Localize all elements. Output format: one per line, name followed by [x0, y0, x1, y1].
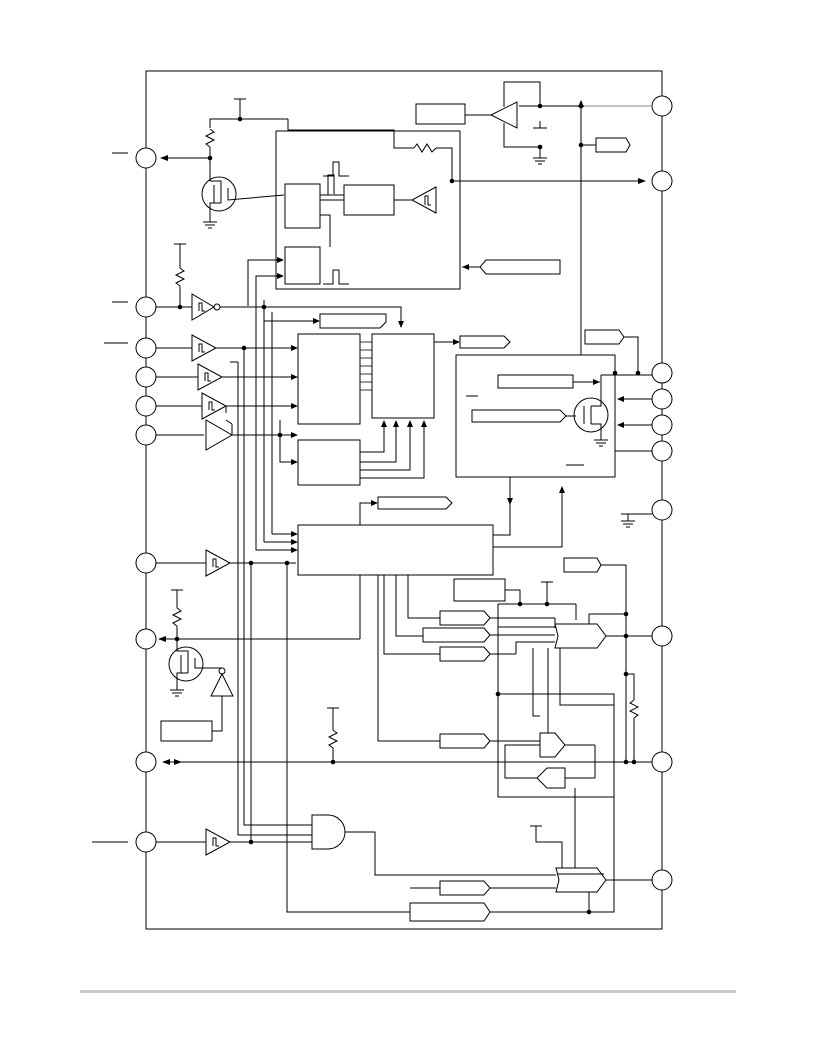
output-logic — [377, 557, 673, 922]
right-pins-middle — [615, 362, 673, 528]
output-driver-block — [455, 329, 652, 478]
left-pin-1-circuit — [112, 98, 288, 229]
oscillator-block — [247, 119, 561, 306]
nmos-transistor-symbol — [201, 176, 237, 212]
left-pin-7-circuit — [135, 549, 410, 913]
left-pin-9 — [135, 751, 157, 773]
footer-rule — [80, 990, 736, 993]
left-pin-1 — [135, 147, 157, 169]
right-pin-9 — [651, 751, 673, 773]
right-pin-7 — [651, 499, 673, 521]
left-pin-10-circuit — [92, 348, 556, 876]
left-pin-2 — [135, 296, 157, 318]
right-pin-1 — [651, 95, 673, 117]
left-pin-3 — [135, 337, 157, 359]
nmos-transistor-symbol-2 — [168, 646, 204, 682]
right-pin-4 — [651, 388, 673, 410]
right-pin-10 — [651, 869, 673, 891]
right-pin-3 — [651, 362, 673, 384]
left-pin-5 — [135, 395, 157, 417]
right-pin-6 — [651, 440, 673, 462]
left-pin-7 — [135, 552, 157, 574]
left-pin-6 — [135, 424, 157, 446]
left-pin-8-circuit — [135, 575, 361, 742]
and-gate — [311, 814, 346, 850]
right-pin-5 — [651, 414, 673, 436]
main-control-block — [255, 306, 565, 576]
left-pins-2-to-6 — [104, 243, 404, 451]
right-pin-2 — [651, 170, 673, 192]
right-pins-top — [415, 81, 673, 355]
left-pin-4 — [135, 366, 157, 388]
left-pin-8 — [135, 628, 157, 650]
left-pin-9-circuit — [135, 707, 626, 773]
left-pin-10 — [135, 831, 157, 853]
logic-blocks — [261, 300, 511, 542]
right-pin-8 — [651, 625, 673, 647]
